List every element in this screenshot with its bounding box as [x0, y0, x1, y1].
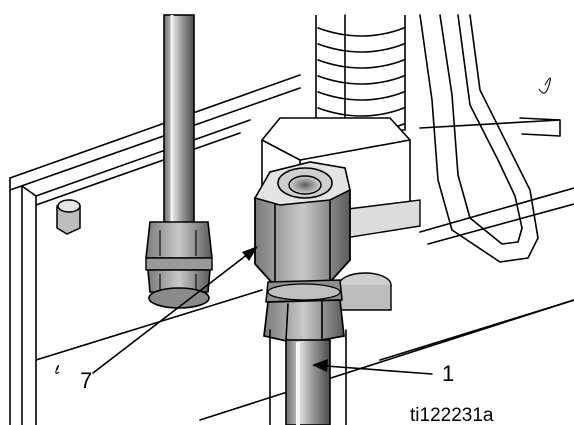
callout-label-7: 7	[80, 368, 92, 393]
coiled-hose	[315, 14, 406, 133]
hex-fitting	[253, 161, 351, 345]
leader-line-7	[92, 246, 258, 374]
mounting-post	[56, 199, 81, 235]
handle-frame	[419, 14, 561, 263]
figure-id: ti122231a	[410, 405, 494, 425]
panel-housing	[9, 74, 574, 425]
tube-1	[269, 329, 347, 425]
callout-label-1: 1	[442, 361, 454, 386]
vertical-tube	[163, 14, 195, 236]
leader-line-1	[312, 359, 433, 375]
left-compression-fitting	[145, 221, 213, 309]
